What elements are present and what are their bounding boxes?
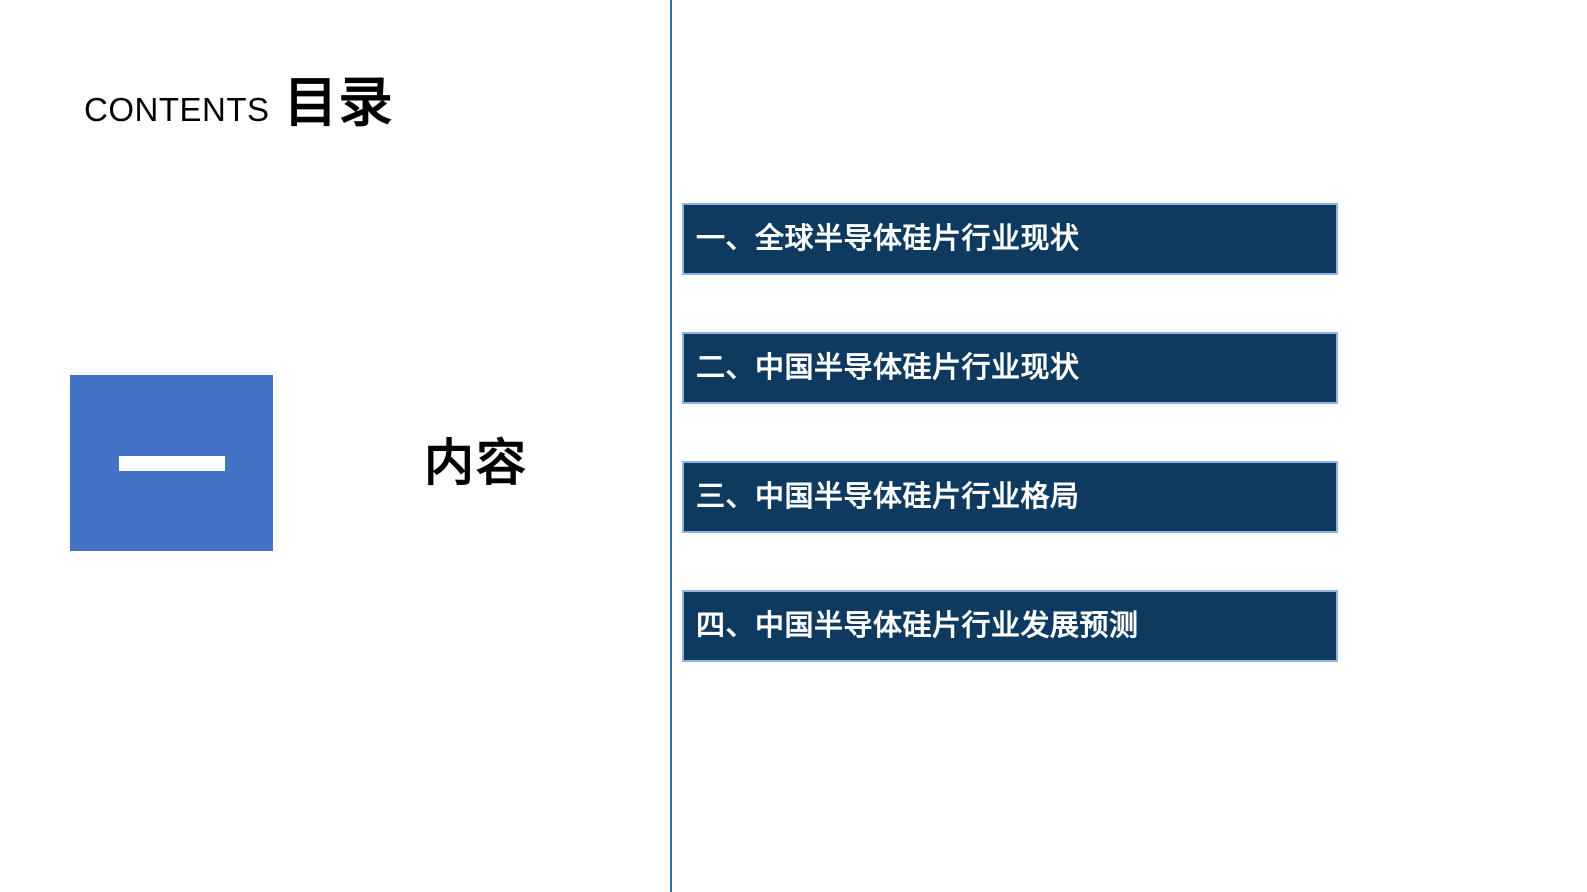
page-title: CONTENTS 目录 [84,76,394,130]
toc-item-3[interactable]: 三、中国半导体硅片行业格局 [682,461,1338,533]
toc-item-label: 二、中国半导体硅片行业现状 [696,351,1080,384]
vertical-divider [670,0,672,892]
toc-item-2[interactable]: 二、中国半导体硅片行业现状 [682,332,1338,404]
toc-item-label: 四、中国半导体硅片行业发展预测 [696,609,1139,642]
section-label: 内容 [424,435,528,491]
section-number-chip [70,375,273,551]
dash-icon [118,455,225,471]
table-of-contents: 一、全球半导体硅片行业现状 二、中国半导体硅片行业现状 三、中国半导体硅片行业格… [682,203,1338,662]
toc-item-label: 一、全球半导体硅片行业现状 [696,222,1080,255]
page-title-chinese: 目录 [283,73,394,133]
toc-item-1[interactable]: 一、全球半导体硅片行业现状 [682,203,1338,275]
toc-item-label: 三、中国半导体硅片行业格局 [696,480,1080,513]
toc-item-4[interactable]: 四、中国半导体硅片行业发展预测 [682,590,1338,662]
page-title-english: CONTENTS [84,91,270,128]
